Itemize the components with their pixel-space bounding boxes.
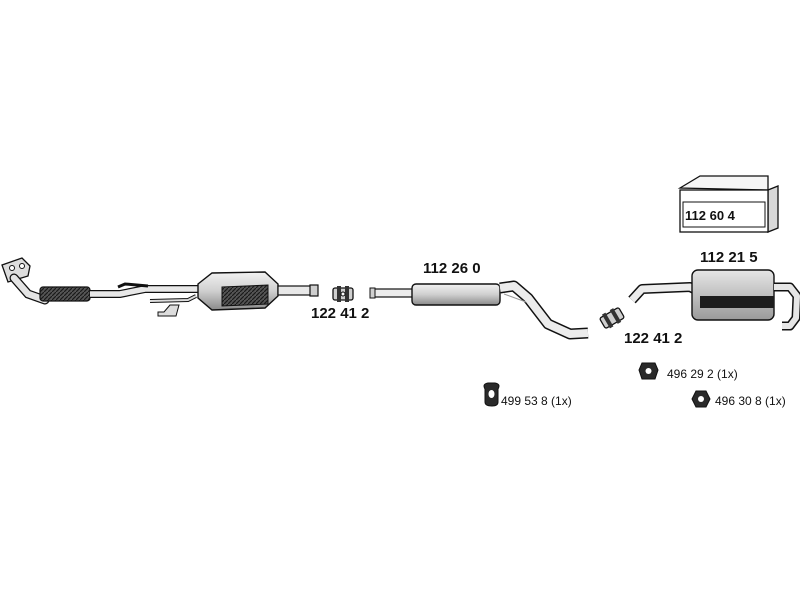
hanger-rear-1-label: 496 29 2 (1x) <box>667 367 738 381</box>
middle-muffler <box>369 280 589 340</box>
hanger-rear-1-icon <box>638 362 659 380</box>
clamp-front <box>332 286 354 302</box>
package-box-label: 112 60 4 <box>685 208 736 223</box>
clamp-front-label: 122 41 2 <box>311 305 369 322</box>
rear-muffler-label: 112 21 5 <box>700 249 758 266</box>
package-box-icon <box>677 175 779 233</box>
hanger-middle-label: 499 53 8 (1x) <box>501 394 572 408</box>
hanger-rear-2-icon <box>691 390 711 408</box>
hanger-rear-2-label: 496 30 8 (1x) <box>715 394 786 408</box>
hanger-middle-icon <box>483 382 500 407</box>
middle-muffler-label: 112 26 0 <box>423 260 481 277</box>
front-pipe-assembly <box>1 257 319 317</box>
rear-muffler <box>628 269 800 331</box>
clamp-rear-label: 122 41 2 <box>624 330 682 347</box>
clamp-rear <box>599 307 625 329</box>
